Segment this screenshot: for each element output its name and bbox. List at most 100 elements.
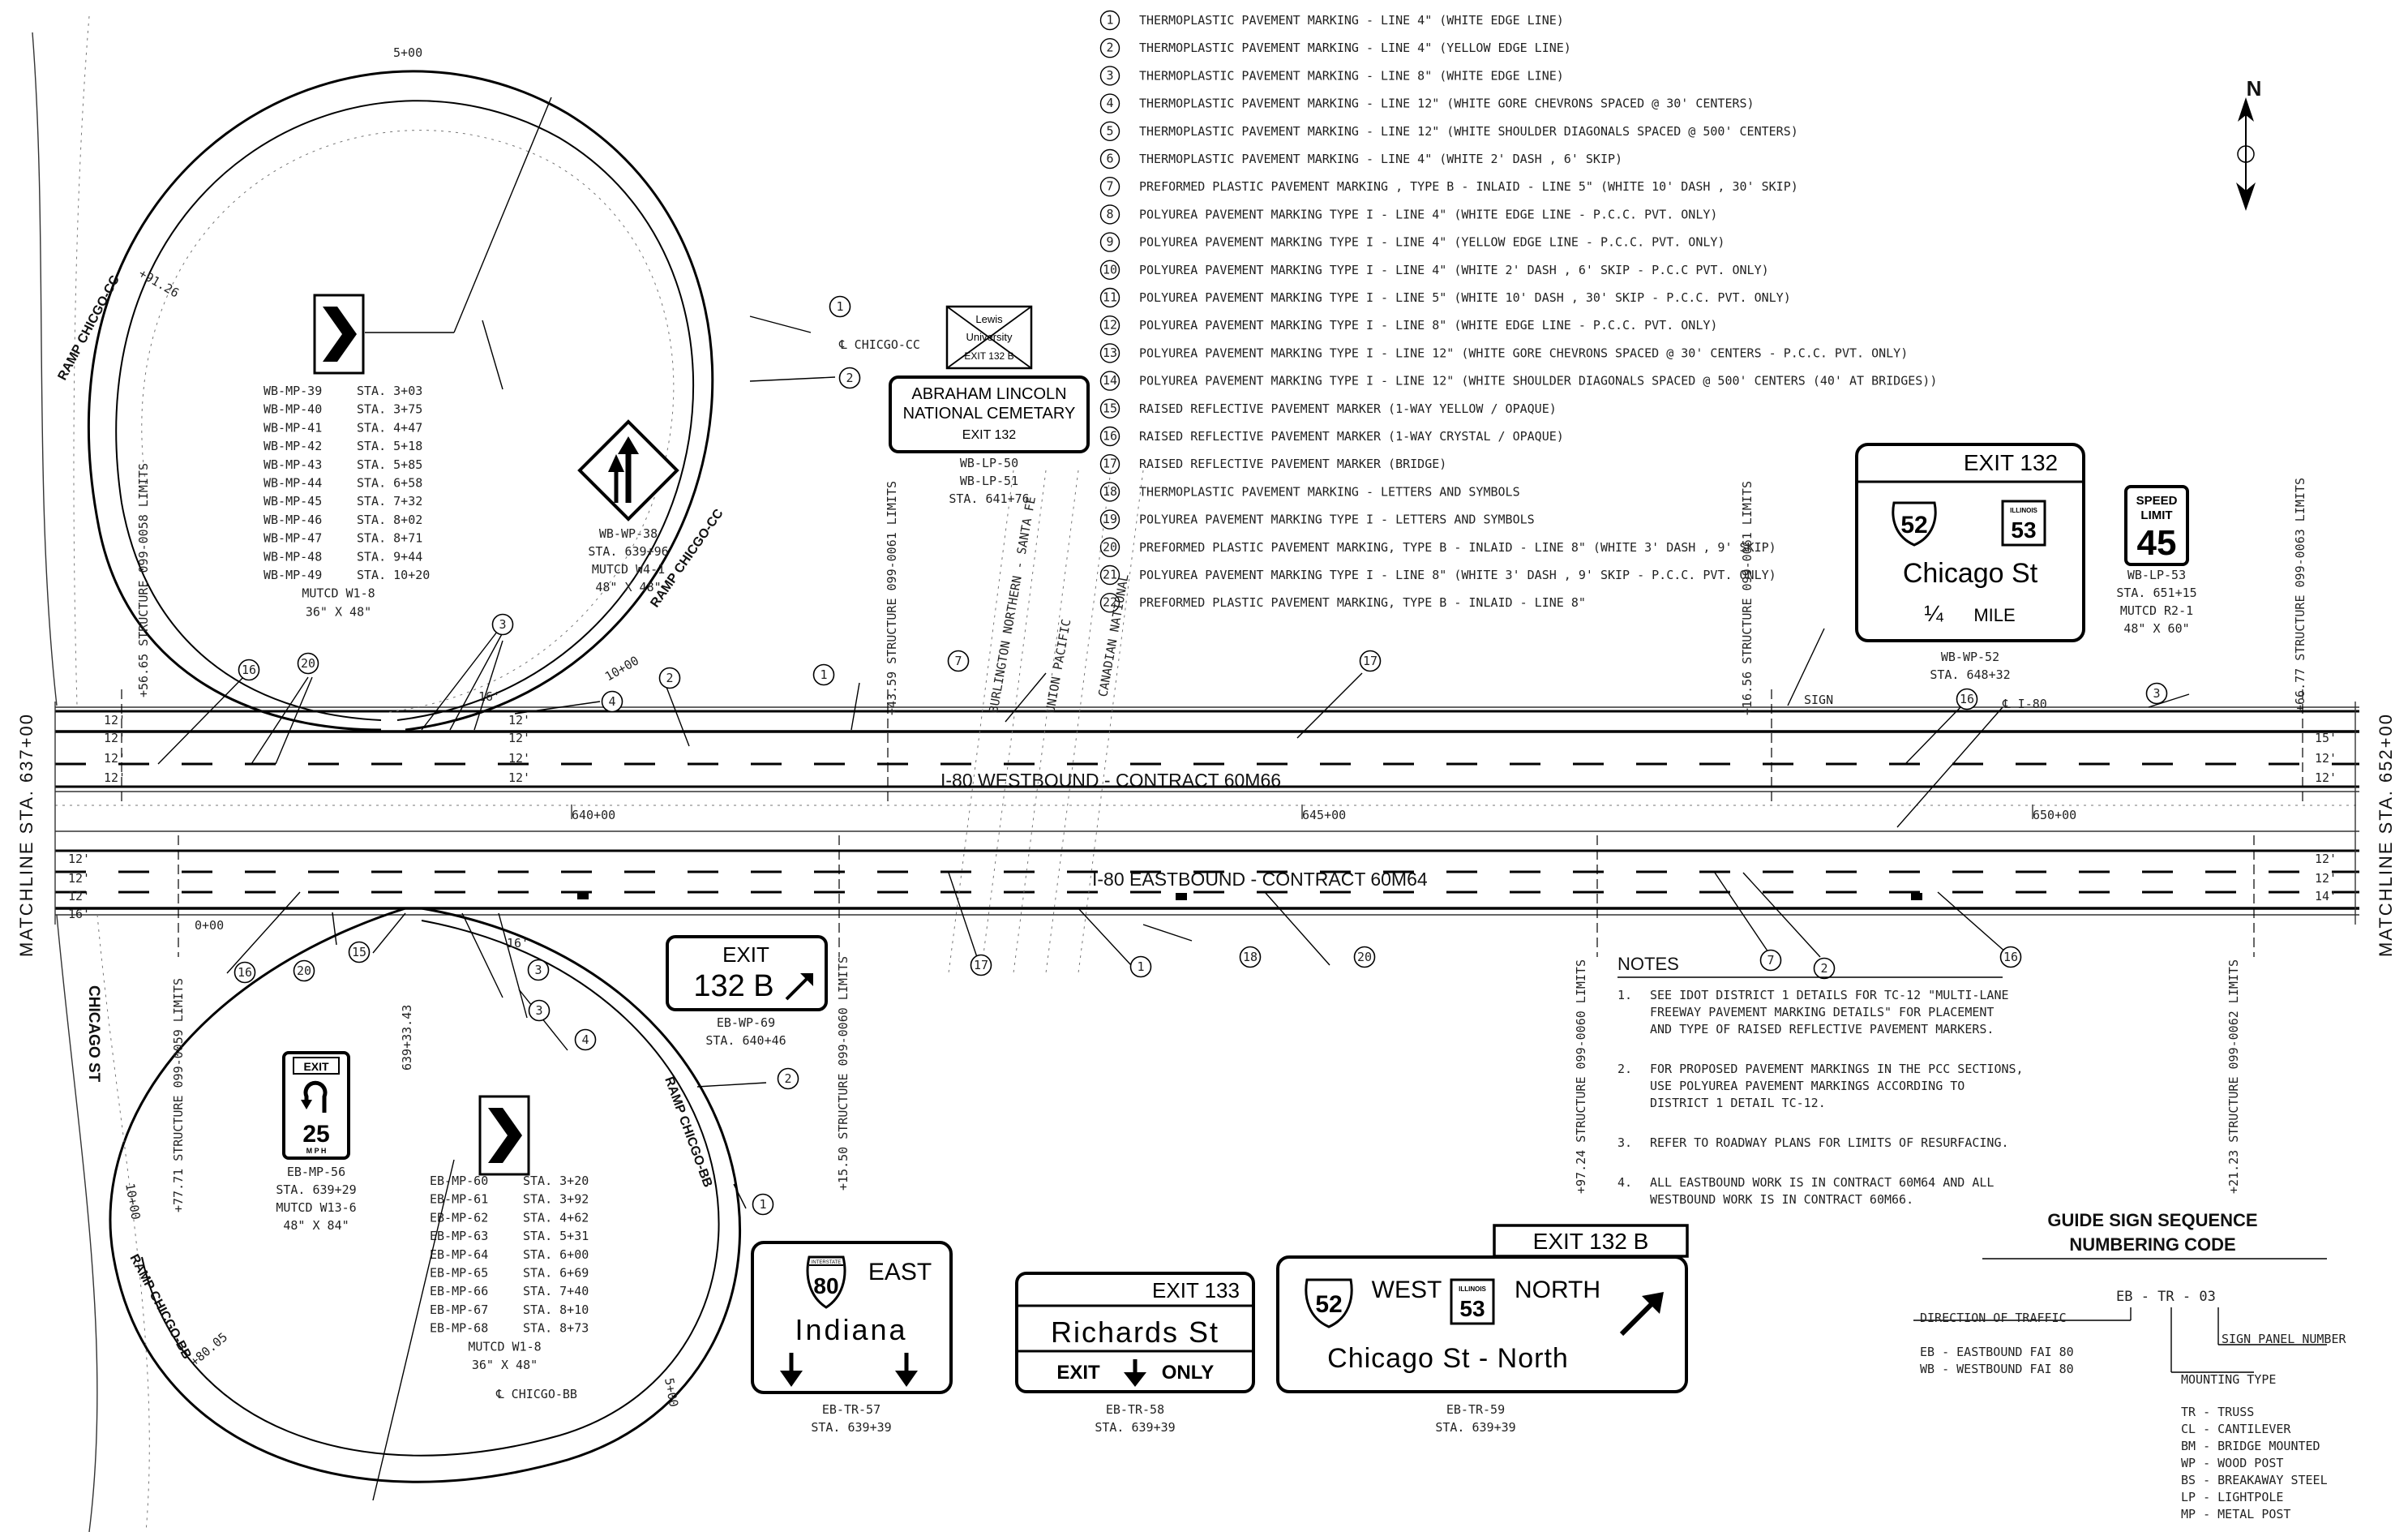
svg-text:Chicago St: Chicago St bbox=[1903, 558, 2038, 589]
legend-text: PREFORMED PLASTIC PAVEMENT MARKING, TYPE… bbox=[1139, 540, 1776, 555]
callout-15: 15 bbox=[348, 941, 371, 963]
svg-text:EXIT: EXIT bbox=[303, 1060, 329, 1073]
svg-text:WB-WP-52: WB-WP-52 bbox=[1941, 650, 1999, 664]
svg-text:16: 16 bbox=[1960, 692, 1974, 706]
legend-text: POLYUREA PAVEMENT MARKING TYPE I - LINE … bbox=[1139, 235, 1725, 250]
sign-id: EB-MP-66 bbox=[430, 1284, 488, 1298]
svg-text:16: 16 bbox=[242, 663, 256, 677]
wb-road-label: I-80 WESTBOUND - CONTRACT 60M66 bbox=[940, 770, 1281, 791]
legend-number-circle bbox=[1099, 537, 1120, 557]
svg-text:12': 12' bbox=[2315, 751, 2337, 766]
note-line: AND TYPE OF RAISED REFLECTIVE PAVEMENT M… bbox=[1650, 1022, 1994, 1036]
matchline-left-label: MATCHLINE STA. 637+00 bbox=[16, 713, 36, 957]
svg-text:12': 12' bbox=[508, 751, 530, 766]
svg-text:M P H: M P H bbox=[306, 1147, 327, 1155]
legend-number-circle bbox=[1099, 287, 1120, 308]
railroad-label-up: UNION PACIFIC bbox=[1043, 618, 1073, 715]
legend-number-circle bbox=[1099, 66, 1120, 86]
pavement-symbol-icon bbox=[1176, 893, 1187, 900]
svg-text:WB-LP-51: WB-LP-51 bbox=[960, 474, 1018, 488]
svg-text:STA. 640+46: STA. 640+46 bbox=[705, 1033, 786, 1048]
legend-number: 4 bbox=[1106, 96, 1113, 110]
sign-id: EB-MP-68 bbox=[430, 1321, 488, 1336]
direction-code: EB - EASTBOUND FAI 80 bbox=[1920, 1345, 2074, 1359]
station-640: 640+00 bbox=[572, 808, 615, 822]
sign-station: STA. 3+92 bbox=[523, 1192, 589, 1207]
sign-id: EB-MP-67 bbox=[430, 1302, 488, 1317]
ramp-bb-inner bbox=[141, 920, 720, 1457]
cl-i80: ℄ I-80 bbox=[2002, 697, 2047, 711]
svg-text:STA. 639+39: STA. 639+39 bbox=[811, 1420, 891, 1435]
svg-text:12': 12' bbox=[2315, 852, 2337, 866]
svg-text:52: 52 bbox=[1315, 1291, 1342, 1318]
svg-text:STA. 639+29: STA. 639+29 bbox=[276, 1182, 356, 1197]
sign-station: STA. 6+00 bbox=[523, 1247, 589, 1262]
svg-text:DIRECTION OF TRAFFIC: DIRECTION OF TRAFFIC bbox=[1920, 1311, 2067, 1325]
legend-text: THERMOPLASTIC PAVEMENT MARKING - LETTERS… bbox=[1139, 484, 1520, 499]
svg-text:SPEED: SPEED bbox=[2136, 494, 2178, 508]
svg-text:EXIT: EXIT bbox=[722, 942, 769, 967]
note-number: 1. bbox=[1617, 988, 1632, 1002]
svg-text:EB-TR-57: EB-TR-57 bbox=[822, 1402, 881, 1417]
sign-station: STA. 5+31 bbox=[523, 1229, 589, 1243]
note-number: 2. bbox=[1617, 1062, 1632, 1076]
chicago-st-label: CHICAGO ST bbox=[85, 985, 102, 1083]
legend-number-circle bbox=[1099, 176, 1120, 197]
svg-text:48" X 48": 48" X 48" bbox=[595, 580, 661, 594]
svg-text:20: 20 bbox=[297, 963, 311, 978]
sign-station: STA. 6+58 bbox=[357, 476, 422, 491]
svg-text:12': 12' bbox=[104, 731, 126, 745]
structure-0061-a: +43.59 STRUCTURE 099-0061 LIMITS bbox=[885, 481, 899, 715]
sign-id: EB-MP-65 bbox=[430, 1266, 488, 1281]
legend-number-circle bbox=[1099, 232, 1120, 252]
legend-number-circle bbox=[1099, 371, 1120, 391]
svg-text:16': 16' bbox=[507, 936, 529, 951]
eb-tr-57-guide-sign: INTERSTATE 80 EAST Indiana EB-TR-57 STA.… bbox=[751, 1241, 953, 1435]
mounting-code: WP - WOOD POST bbox=[2181, 1456, 2283, 1470]
sign-id: WB-MP-41 bbox=[264, 420, 322, 435]
note-line: WESTBOUND WORK IS IN CONTRACT 60M66. bbox=[1650, 1192, 1913, 1207]
svg-text:ILLINOIS: ILLINOIS bbox=[1459, 1285, 1486, 1293]
legend-text: POLYUREA PAVEMENT MARKING TYPE I - LINE … bbox=[1139, 568, 1776, 582]
legend-text: PREFORMED PLASTIC PAVEMENT MARKING, TYPE… bbox=[1139, 595, 1586, 610]
svg-text:1: 1 bbox=[820, 667, 827, 682]
callout-3: 3 bbox=[491, 613, 514, 636]
sign-id: WB-MP-48 bbox=[264, 549, 322, 564]
svg-text:16: 16 bbox=[2003, 950, 2018, 964]
svg-text:12': 12' bbox=[508, 731, 530, 745]
sign-id: WB-MP-49 bbox=[264, 568, 322, 582]
svg-text:STA. 639+39: STA. 639+39 bbox=[1435, 1420, 1515, 1435]
legend-number-circle bbox=[1099, 343, 1120, 363]
callout-20: 20 bbox=[297, 652, 319, 675]
sign-id: EB-MP-64 bbox=[430, 1247, 488, 1262]
ramp-cc-inner bbox=[115, 100, 695, 721]
legend-number: 5 bbox=[1106, 123, 1113, 138]
callout-17: 17 bbox=[1359, 650, 1382, 672]
svg-text:3: 3 bbox=[2153, 686, 2160, 701]
sign-station: STA. 6+69 bbox=[523, 1266, 589, 1281]
svg-text:16': 16' bbox=[68, 907, 90, 921]
svg-text:53: 53 bbox=[1459, 1296, 1485, 1321]
legend-text: POLYUREA PAVEMENT MARKING TYPE I - LINE … bbox=[1139, 374, 1937, 388]
lewis-university-removed-sign: Lewis University EXIT 132 B bbox=[945, 305, 1033, 370]
note-number: 3. bbox=[1617, 1135, 1632, 1150]
station-ramp-0: 0+00 bbox=[195, 918, 224, 933]
sign-station: STA. 5+85 bbox=[357, 457, 422, 472]
svg-text:45: 45 bbox=[2137, 523, 2177, 563]
callout-7: 7 bbox=[1759, 949, 1782, 972]
svg-text:12': 12' bbox=[68, 852, 90, 866]
sign-size: 36" X 48" bbox=[306, 604, 371, 619]
legend-text: THERMOPLASTIC PAVEMENT MARKING - LINE 4"… bbox=[1139, 13, 1564, 28]
svg-text:17: 17 bbox=[974, 958, 988, 972]
legend-number-circle bbox=[1099, 204, 1120, 225]
